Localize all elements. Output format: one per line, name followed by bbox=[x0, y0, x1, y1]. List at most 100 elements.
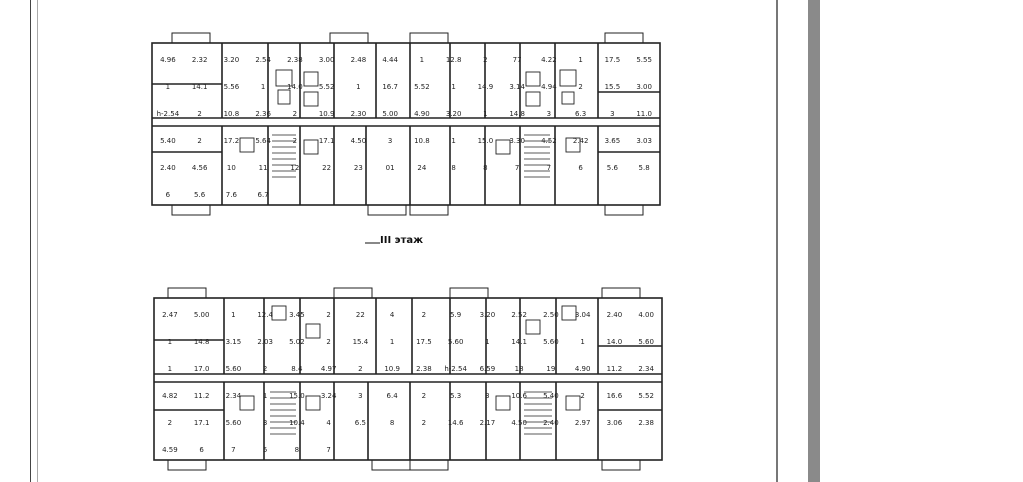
room-label: 15.5 bbox=[605, 83, 621, 91]
room-label: 3.14 bbox=[509, 83, 525, 91]
room-label: 2 bbox=[168, 419, 172, 427]
room-label: 2 bbox=[326, 311, 330, 319]
room-label: 14.8 bbox=[509, 110, 525, 118]
room-label: 2 bbox=[580, 392, 584, 400]
room-label: 3 bbox=[358, 392, 362, 400]
room-label: 7 bbox=[515, 164, 519, 172]
room-label: 6.3 bbox=[575, 110, 586, 118]
floor-label: III этаж bbox=[380, 235, 423, 246]
room-label: 16.7 bbox=[382, 83, 398, 91]
room-label: 2 bbox=[358, 365, 362, 373]
room-label: 8 bbox=[483, 164, 487, 172]
room-label: 2.38 bbox=[638, 419, 654, 427]
room-label: 6.5 bbox=[355, 419, 366, 427]
room-label: 4.59 bbox=[162, 446, 178, 454]
room-label: 4.50 bbox=[511, 419, 527, 427]
room-label: 8 bbox=[451, 164, 455, 172]
room-label: 1 bbox=[166, 83, 170, 91]
room-label: 10.8 bbox=[224, 110, 240, 118]
room-label: h-2.54 bbox=[444, 365, 467, 373]
room-label: 14.6 bbox=[448, 419, 464, 427]
room-label: 1 bbox=[451, 83, 455, 91]
floor-label-group: III этаж bbox=[365, 235, 423, 246]
room-label: 3 bbox=[610, 110, 614, 118]
room-label: 1 bbox=[578, 56, 582, 64]
room-label: 1 bbox=[356, 83, 360, 91]
room-label: 3.00 bbox=[636, 83, 652, 91]
room-label: 4.82 bbox=[162, 392, 178, 400]
room-label: 2.17 bbox=[480, 419, 496, 427]
room-label: 3.45 bbox=[289, 311, 305, 319]
room-label: 5.40 bbox=[543, 392, 559, 400]
room-label: 1 bbox=[231, 311, 235, 319]
room-label: 2 bbox=[197, 137, 201, 145]
room-label: 7 bbox=[326, 446, 330, 454]
room-label: 11.2 bbox=[194, 392, 210, 400]
room-label: 1 bbox=[168, 365, 172, 373]
upper-outer-wall bbox=[151, 42, 661, 206]
room-label: 2.03 bbox=[257, 338, 273, 346]
room-label: 1 bbox=[390, 338, 394, 346]
room-label: 15.4 bbox=[353, 338, 369, 346]
room-label: 1 bbox=[168, 338, 172, 346]
room-label: 2.38 bbox=[416, 365, 432, 373]
room-label: 2 bbox=[483, 56, 487, 64]
room-label: 17.1 bbox=[194, 419, 210, 427]
room-label: 3.20 bbox=[446, 110, 462, 118]
room-label: 14.9 bbox=[478, 83, 494, 91]
room-label: 15.0 bbox=[478, 137, 494, 145]
lower-floor-plan bbox=[153, 287, 663, 471]
room-label: 24 bbox=[417, 164, 426, 172]
room-label: 4 bbox=[326, 419, 331, 427]
lower-outer-wall bbox=[153, 297, 663, 461]
room-label: 3 bbox=[263, 419, 267, 427]
room-label: 12 bbox=[290, 164, 299, 172]
room-label: 2.52 bbox=[511, 311, 527, 319]
room-label: 12.4 bbox=[257, 311, 273, 319]
room-label: 5.60 bbox=[226, 419, 242, 427]
room-label: 6 bbox=[199, 446, 204, 454]
room-label: 5.52 bbox=[638, 392, 654, 400]
room-label: 2.42 bbox=[573, 137, 589, 145]
room-label: 10.9 bbox=[384, 365, 400, 373]
room-label: 10.8 bbox=[414, 137, 430, 145]
room-label: 10.6 bbox=[511, 392, 527, 400]
room-label: 5 bbox=[263, 446, 267, 454]
room-label: 5.55 bbox=[636, 56, 652, 64]
scan-left-border bbox=[30, 0, 38, 482]
room-label: 2.97 bbox=[575, 419, 591, 427]
room-label: 2 bbox=[422, 392, 426, 400]
room-label: 4.94 bbox=[541, 83, 557, 91]
room-label: 5.9 bbox=[450, 311, 461, 319]
room-label: 5.56 bbox=[224, 83, 240, 91]
room-label: 23 bbox=[354, 164, 363, 172]
room-label: 7 bbox=[547, 164, 551, 172]
room-label: 77 bbox=[513, 56, 522, 64]
room-label: 01 bbox=[386, 164, 395, 172]
room-label: 3 bbox=[485, 392, 489, 400]
room-label: 4.50 bbox=[351, 137, 367, 145]
room-label: 14.8 bbox=[194, 338, 210, 346]
room-label: 7.6 bbox=[226, 191, 238, 199]
room-label: 5.64 bbox=[255, 137, 271, 145]
room-label: 5.60 bbox=[226, 365, 242, 373]
room-label: 2.34 bbox=[226, 392, 242, 400]
room-label: 5.40 bbox=[160, 137, 176, 145]
room-label: 6.59 bbox=[480, 365, 496, 373]
room-label: 4.56 bbox=[192, 164, 208, 172]
room-label: 2.34 bbox=[638, 365, 654, 373]
room-label: 3.20 bbox=[224, 56, 240, 64]
room-label: 4.96 bbox=[160, 56, 176, 64]
room-label: 10.4 bbox=[289, 419, 305, 427]
room-label: 6.7 bbox=[258, 191, 269, 199]
room-label: 1 bbox=[485, 338, 489, 346]
room-label: 4 bbox=[390, 311, 395, 319]
page-right-edge bbox=[776, 0, 778, 482]
room-label: 7 bbox=[231, 446, 235, 454]
room-label: 2.48 bbox=[351, 56, 367, 64]
room-label: 2 bbox=[197, 110, 201, 118]
room-label: 2 bbox=[578, 83, 582, 91]
room-label: 5.60 bbox=[638, 338, 654, 346]
